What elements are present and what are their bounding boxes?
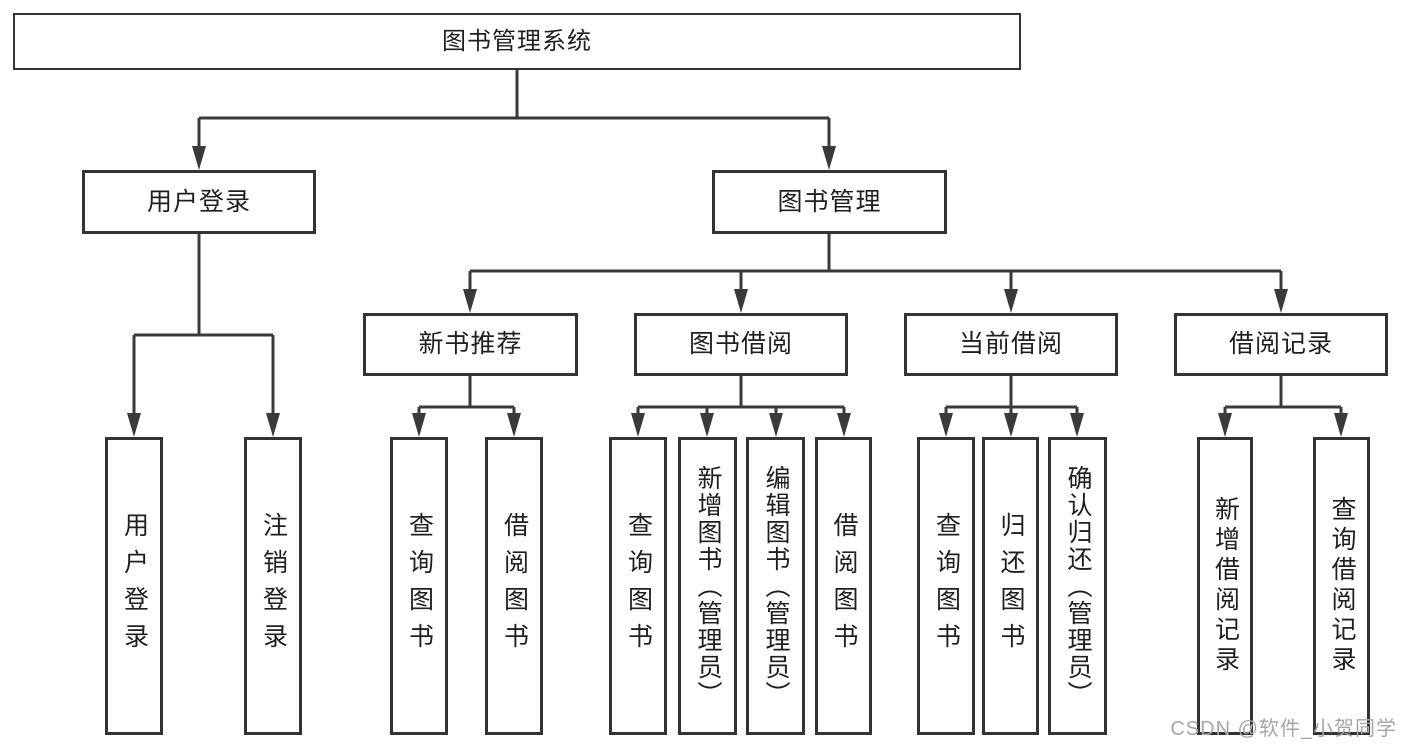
node-label: 借阅图书 xyxy=(830,512,858,660)
node-book-management: 图书管理 xyxy=(712,170,947,234)
edge-line xyxy=(417,376,516,415)
arrowhead-icon xyxy=(127,413,141,437)
arrowhead-icon xyxy=(939,413,953,437)
node-label: 图书管理 xyxy=(777,187,882,216)
arrowhead-icon xyxy=(507,413,521,437)
node-borrowing-records: 借阅记录 xyxy=(1174,313,1388,376)
arrowhead-icon xyxy=(463,289,477,313)
arrowhead-icon xyxy=(1334,413,1348,437)
node-new-book-recommend: 新书推荐 xyxy=(363,313,578,376)
node-leaf-user-login: 用户登录 xyxy=(105,437,163,735)
node-label: 查询图书 xyxy=(405,512,434,660)
node-leaf-query-borrow-record: 查询借阅记录 xyxy=(1313,437,1370,735)
edge-line xyxy=(132,234,275,415)
edge-line xyxy=(197,70,831,148)
node-leaf-search-books-a: 查询图书 xyxy=(390,437,448,735)
node-label: 图书管理系统 xyxy=(442,27,592,55)
node-label: 注销登录 xyxy=(259,512,288,660)
arrowhead-icon xyxy=(734,289,748,313)
arrowhead-icon xyxy=(837,413,851,437)
node-label: 借阅记录 xyxy=(1228,330,1333,358)
node-book-borrowing: 图书借阅 xyxy=(634,313,848,376)
arrowhead-icon xyxy=(192,146,206,170)
watermark: CSDN @软件_小贺同学 xyxy=(1170,718,1397,740)
node-leaf-return-books: 归还图书 xyxy=(982,437,1039,735)
arrowhead-icon xyxy=(1274,289,1288,313)
node-leaf-borrow-books-a: 借阅图书 xyxy=(485,437,543,735)
node-label: 用户登录 xyxy=(120,512,149,660)
node-label: 当前借阅 xyxy=(958,330,1063,358)
arrowhead-icon xyxy=(1004,289,1018,313)
node-label: 查询借阅记录 xyxy=(1328,496,1356,676)
arrowhead-icon xyxy=(412,413,426,437)
arrowhead-icon xyxy=(769,413,783,437)
node-label: 查询图书 xyxy=(624,512,653,660)
arrowhead-icon xyxy=(700,413,714,437)
node-label: 新增图书（管理员） xyxy=(694,464,722,708)
edge-line xyxy=(1223,376,1343,415)
node-label: 归还图书 xyxy=(997,512,1025,660)
node-leaf-confirm-return: 确认归还（管理员） xyxy=(1048,437,1107,735)
edge-line xyxy=(468,234,1283,291)
node-user-login: 用户登录 xyxy=(82,170,316,234)
node-label: 查询图书 xyxy=(932,512,961,660)
node-leaf-search-books-c: 查询图书 xyxy=(917,437,975,735)
arrowhead-icon xyxy=(1218,413,1232,437)
edge-line xyxy=(944,376,1079,415)
node-label: 编辑图书（管理员） xyxy=(762,464,790,708)
node-system-root: 图书管理系统 xyxy=(13,13,1021,70)
arrowhead-icon xyxy=(1004,413,1018,437)
arrowhead-icon xyxy=(822,146,836,170)
node-leaf-edit-books-admin: 编辑图书（管理员） xyxy=(746,437,805,735)
arrowhead-icon xyxy=(631,413,645,437)
node-leaf-add-books-admin: 新增图书（管理员） xyxy=(678,437,737,735)
node-leaf-add-borrow-record: 新增借阅记录 xyxy=(1197,437,1253,735)
node-leaf-logout: 注销登录 xyxy=(244,437,302,735)
node-label: 确认归还（管理员） xyxy=(1064,464,1092,708)
edge-line xyxy=(636,376,846,415)
node-label: 新增借阅记录 xyxy=(1211,496,1240,676)
node-label: 新书推荐 xyxy=(418,330,523,358)
node-current-borrowing: 当前借阅 xyxy=(904,313,1118,376)
node-label: 用户登录 xyxy=(146,187,251,216)
node-label: 图书借阅 xyxy=(688,330,793,358)
node-label: 借阅图书 xyxy=(500,512,529,660)
arrowhead-icon xyxy=(266,413,280,437)
arrowhead-icon xyxy=(1070,413,1084,437)
node-leaf-borrow-books-b: 借阅图书 xyxy=(815,437,872,735)
node-leaf-search-books-b: 查询图书 xyxy=(609,437,667,735)
